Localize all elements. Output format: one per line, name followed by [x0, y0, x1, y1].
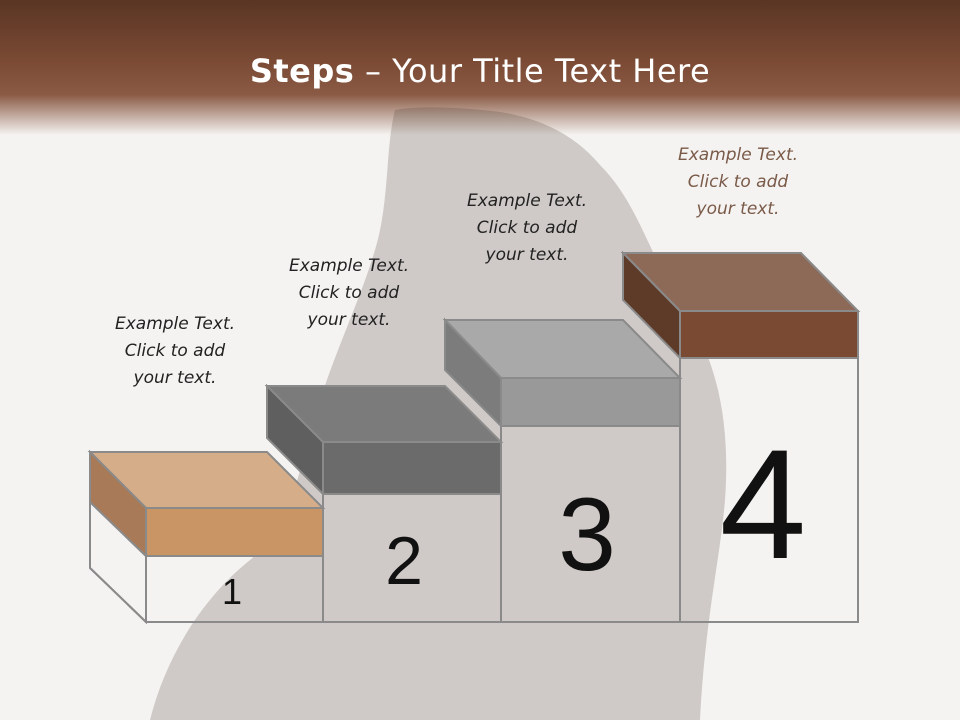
step-1-slab [87, 449, 326, 559]
step-3-number: 3 [558, 477, 616, 593]
step-4-caption-line3: your text. [696, 199, 780, 219]
step-3-caption-line3: your text. [485, 245, 569, 265]
step-2-caption-line3: your text. [307, 310, 391, 330]
step-2-slab [264, 383, 504, 497]
step-1-number: 1 [222, 571, 242, 612]
step-3-caption[interactable]: Example Text. Click to add your text. [437, 188, 617, 269]
title-bar [0, 0, 960, 135]
step-3-caption-line2: Click to add [476, 218, 578, 238]
step-2-caption-line1: Example Text. [288, 256, 410, 276]
step-3-caption-line1: Example Text. [466, 191, 588, 211]
step-2-caption-line2: Click to add [298, 283, 400, 303]
step-1-caption-line1: Example Text. [114, 314, 236, 334]
step-3-slab [442, 317, 683, 429]
title-bold: Steps [249, 52, 355, 90]
slide-title[interactable]: Steps – Your Title Text Here [0, 52, 960, 90]
step-4-caption-line1: Example Text. [677, 145, 799, 165]
step-4-caption[interactable]: Example Text. Click to add your text. [648, 142, 828, 223]
step-4-number: 4 [720, 418, 807, 592]
step-1-caption[interactable]: Example Text. Click to add your text. [85, 311, 265, 392]
step-4-caption-line2: Click to add [687, 172, 789, 192]
title-rest: – Your Title Text Here [354, 52, 711, 90]
step-1-caption-line3: your text. [133, 368, 217, 388]
step-4-slab [620, 250, 861, 361]
step-2-caption[interactable]: Example Text. Click to add your text. [259, 253, 439, 334]
step-2-number: 2 [385, 523, 423, 599]
step-1-caption-line2: Click to add [124, 341, 226, 361]
